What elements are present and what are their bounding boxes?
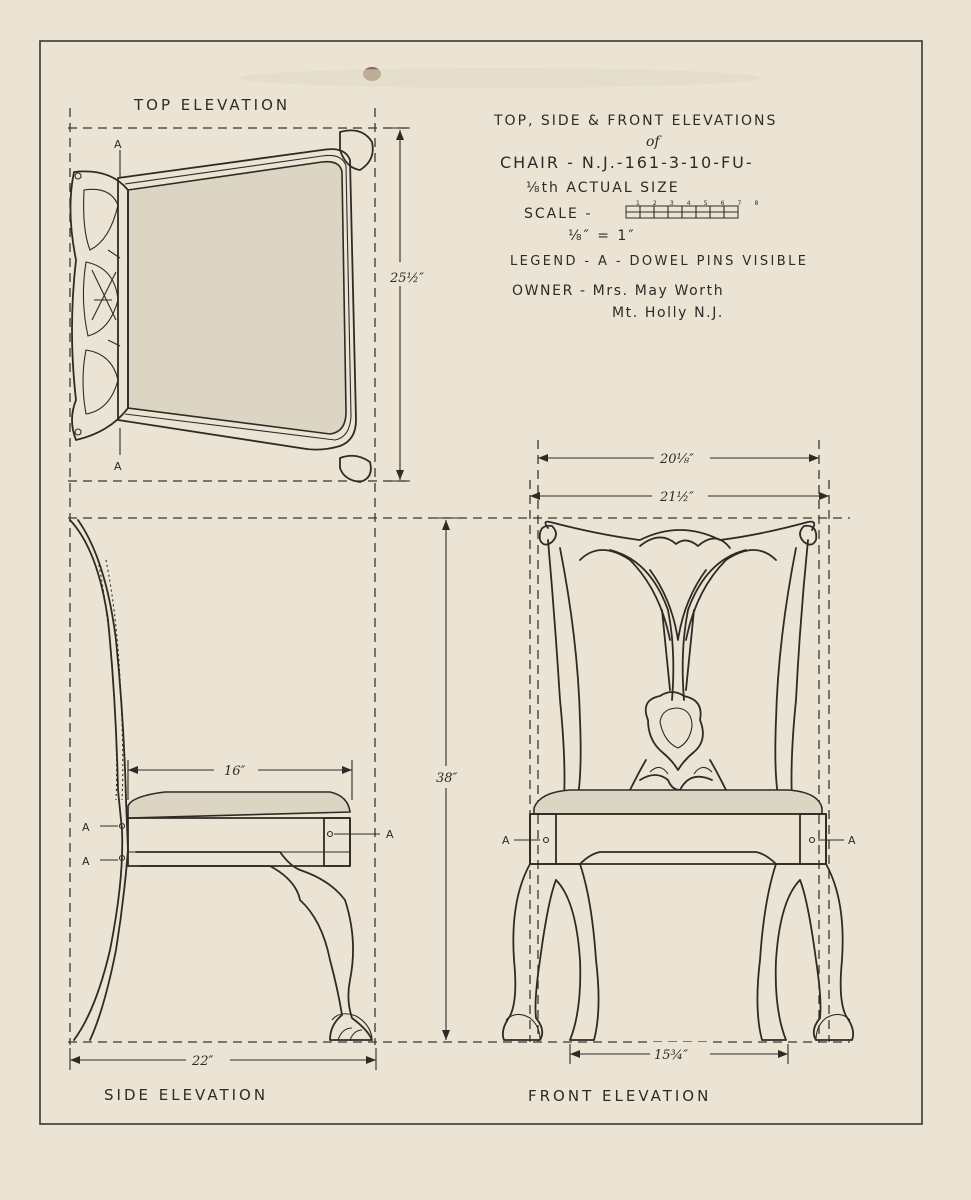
dowel-marker-front-left: A	[502, 834, 510, 847]
dim-front-outer-width: 21½″	[659, 490, 694, 505]
top-elevation-view: A A 25½″	[69, 127, 424, 483]
side-elevation-view: A A A 16″ 22″ 38″	[69, 517, 460, 1070]
owner-place: Mt. Holly N.J.	[612, 305, 724, 321]
title-block: TOP, SIDE & FRONT ELEVATIONS of CHAIR - …	[493, 113, 808, 321]
legend-text: LEGEND - A - DOWEL PINS VISIBLE	[510, 254, 808, 269]
sheet-border	[39, 40, 923, 1125]
dim-overall-height: 38″	[436, 771, 458, 786]
title-line-2: of	[646, 134, 662, 150]
label-top-elevation: TOP ELEVATION	[133, 96, 290, 114]
dim-side-base: 22″	[191, 1054, 214, 1069]
dim-front-inner-width: 20⅛″	[659, 452, 694, 467]
paper-stain	[240, 68, 760, 88]
dowel-marker-bottom: A	[114, 460, 122, 473]
construction-lines	[68, 108, 850, 1045]
label-side-elevation: SIDE ELEVATION	[104, 1086, 268, 1104]
label-front-elevation: FRONT ELEVATION	[528, 1087, 711, 1105]
dowel-marker-top: A	[114, 138, 122, 151]
dim-seat-depth: 16″	[224, 764, 246, 779]
title-line-4: ⅛th ACTUAL SIZE	[526, 180, 680, 196]
dowel-marker-side-1: A	[82, 821, 90, 834]
dowel-marker-side-3: A	[386, 828, 394, 841]
scale-label: SCALE -	[524, 206, 592, 222]
scale-bar	[625, 205, 739, 219]
scale-ticks: 1 2 3 4 5 6 7 8	[636, 200, 764, 207]
dim-top-depth: 25½″	[389, 271, 424, 286]
dowel-marker-front-right: A	[848, 834, 856, 847]
front-elevation-view: A A 20⅛″ 21½″ 15¾″	[501, 446, 856, 1066]
title-line-1: TOP, SIDE & FRONT ELEVATIONS	[493, 113, 777, 129]
dowel-marker-side-2: A	[82, 855, 90, 868]
dim-front-leg-span: 15¾″	[654, 1048, 688, 1063]
owner-text: OWNER - Mrs. May Worth	[512, 283, 724, 299]
title-line-3: CHAIR - N.J.-161-3-10-FU-	[500, 153, 754, 172]
scale-ratio: ⅛″ = 1″	[568, 228, 636, 244]
